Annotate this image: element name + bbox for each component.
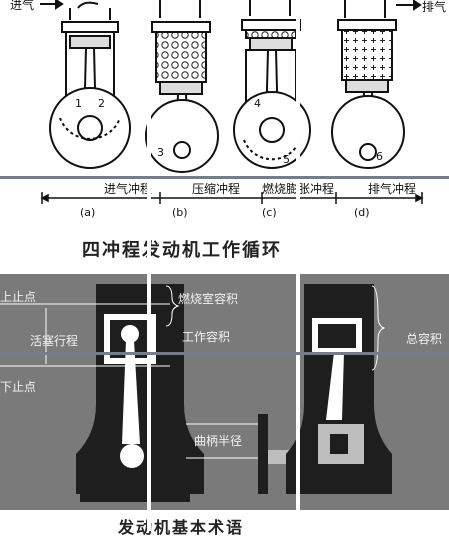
label-crank-radius: 曲柄半径 (194, 434, 243, 448)
label-total-volume: 总容积 (406, 332, 443, 346)
engine-right (286, 284, 392, 494)
four-stroke-cylinders (40, 0, 424, 204)
label-combustion-chamber: 燃烧室容积 (178, 292, 239, 306)
label-tdc: 上止点 (0, 290, 37, 304)
exhaust-arrow (396, 0, 422, 11)
vertical-divider-2 (296, 0, 300, 531)
stroke-timeline (40, 192, 424, 204)
cycle-title: 四冲程发动机工作循环 (82, 240, 282, 261)
stroke-compression: 压缩冲程 (192, 182, 241, 196)
stroke-exhaust: 排气冲程 (368, 182, 417, 196)
horizontal-divider-2 (0, 352, 449, 355)
four-stroke-diagram: 进气 排气 1 2 3 4 5 6 进气冲程 压缩冲程 燃烧膨胀冲程 排气冲程 … (0, 0, 449, 232)
label-bdc: 下止点 (0, 380, 37, 394)
sub-label-d: (d) (354, 206, 370, 219)
horizontal-divider-1 (0, 176, 449, 179)
intake-label: 进气 (10, 0, 35, 12)
valve-number-6: 6 (376, 150, 383, 163)
engine-terms-panel: 上止点 活塞行程 下止点 燃烧室容积 工作容积 总容积 曲柄半径 (0, 274, 449, 510)
valve-number-1: 1 (75, 97, 82, 110)
vertical-divider-1 (147, 0, 151, 531)
sub-label-c: (c) (262, 206, 277, 219)
cylinder-d (331, 0, 405, 169)
label-stroke: 活塞行程 (30, 334, 79, 348)
sub-label-a: (a) (80, 206, 96, 219)
label-working-volume: 工作容积 (182, 330, 231, 344)
engine-cross-section (0, 284, 392, 502)
stroke-intake: 进气冲程 (104, 182, 153, 196)
cylinder-c (233, 0, 311, 169)
cylinder-b (145, 0, 219, 173)
intake-arrow (40, 0, 64, 10)
valve-number-5: 5 (283, 153, 290, 166)
valve-number-2: 2 (98, 97, 105, 110)
valve-number-3: 3 (157, 146, 164, 159)
valve-number-4: 4 (254, 97, 261, 110)
engine-left (76, 284, 204, 502)
terms-caption: 发动机基本术语 (118, 518, 245, 537)
cylinder-a (49, 1, 131, 169)
exhaust-label: 排气 (422, 0, 447, 14)
sub-label-b: (b) (172, 206, 188, 219)
